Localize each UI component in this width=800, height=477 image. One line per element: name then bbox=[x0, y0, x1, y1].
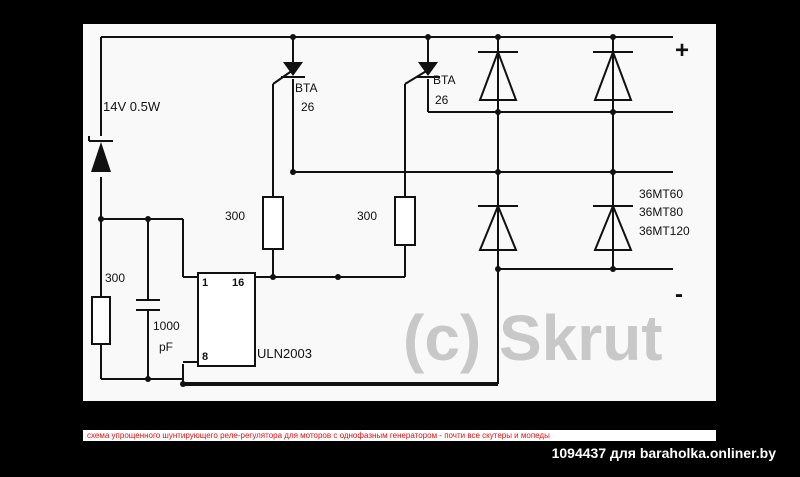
diodes-line3: 36MT120 bbox=[639, 224, 690, 238]
capacitor-line1: 1000 bbox=[153, 319, 180, 333]
schematic-panel: (c) Skrut bbox=[83, 24, 716, 401]
thyristor-2 bbox=[416, 62, 440, 78]
bridge-diode-4 bbox=[593, 203, 633, 251]
ic-pin-1: 1 bbox=[202, 277, 208, 289]
footer-text: 1094437 для baraholka.onliner.by bbox=[551, 445, 776, 461]
ic-uln2003 bbox=[197, 272, 256, 367]
resistor-mid-2-label: 300 bbox=[357, 209, 377, 223]
minus-sign: - bbox=[675, 281, 683, 308]
resistor-mid-2 bbox=[394, 196, 416, 246]
ic-name: ULN2003 bbox=[257, 346, 312, 361]
zener-diode bbox=[88, 136, 113, 172]
ic-pin-16: 16 bbox=[232, 277, 244, 289]
bridge-diode-2 bbox=[593, 49, 633, 101]
bridge-diode-3 bbox=[478, 203, 518, 251]
wiring bbox=[100, 36, 673, 384]
ic-pin-8: 8 bbox=[202, 351, 208, 363]
capacitor-line2: pF bbox=[159, 340, 173, 354]
resistor-mid-1 bbox=[262, 196, 284, 250]
diodes-line2: 36MT80 bbox=[639, 205, 683, 219]
caption: схема упрощенного шунтирующего реле-регу… bbox=[83, 430, 716, 441]
zener-label: 14V 0.5W bbox=[103, 99, 161, 114]
thyristor-1 bbox=[281, 62, 305, 78]
thyristor-1-line1: BTA bbox=[295, 81, 317, 95]
bridge-diode-1 bbox=[478, 49, 518, 101]
thyristor-2-line2: 26 bbox=[435, 93, 449, 107]
resistor-left bbox=[91, 296, 111, 345]
junction-dots bbox=[98, 34, 616, 387]
circuit-diagram: (c) Skrut bbox=[88, 34, 690, 387]
resistor-mid-1-label: 300 bbox=[225, 209, 245, 223]
diodes-line1: 36MT60 bbox=[639, 187, 683, 201]
watermark: (c) Skrut bbox=[403, 302, 663, 374]
thyristor-1-line2: 26 bbox=[301, 100, 315, 114]
thyristor-2-line1: BTA bbox=[433, 73, 455, 87]
plus-sign: + bbox=[675, 37, 689, 64]
resistor-left-label: 300 bbox=[105, 271, 125, 285]
